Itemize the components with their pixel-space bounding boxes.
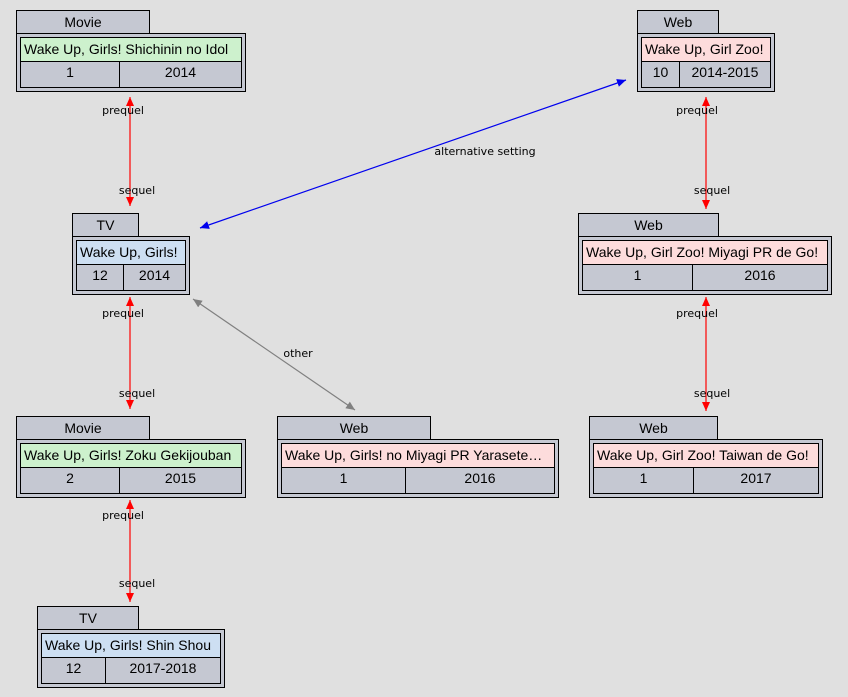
node-wake-up-girls-tv[interactable]: TV Wake Up, Girls! 12 2014	[72, 213, 190, 295]
node-table: Wake Up, Girl Zoo! 10 2014-2015	[641, 37, 771, 88]
node-type-tab: Web	[277, 416, 431, 439]
node-table: Wake Up, Girl Zoo! Taiwan de Go! 1 2017	[593, 443, 819, 494]
node-body: Wake Up, Girl Zoo! Miyagi PR de Go! 1 20…	[578, 236, 832, 295]
node-type-tab: Web	[578, 213, 719, 236]
node-type-tab: Web	[637, 10, 719, 33]
node-year: 2014	[164, 64, 197, 80]
node-episodes: 2	[21, 468, 120, 493]
node-type-tab: Web	[589, 416, 718, 439]
node-year: 2016	[744, 267, 776, 283]
node-year: 2014-2015	[691, 64, 759, 80]
node-title: Wake Up, Girls!	[77, 241, 185, 265]
edge-label-prequel: prequel	[676, 307, 718, 320]
node-title: Wake Up, Girl Zoo! Miyagi PR de Go!	[583, 241, 827, 265]
edge-label-prequel: prequel	[102, 307, 144, 320]
node-girl-zoo-miyagi-pr[interactable]: Web Wake Up, Girl Zoo! Miyagi PR de Go! …	[578, 213, 832, 295]
node-table: Wake Up, Girls! Shin Shou 12 2017-2018	[41, 633, 221, 684]
node-episodes: 12	[77, 265, 124, 290]
node-episodes: 10	[642, 62, 680, 87]
node-body: Wake Up, Girls! Shin Shou 12 2017-2018	[37, 629, 225, 688]
node-body: Wake Up, Girls! 12 2014	[72, 236, 190, 295]
node-zoku-gekijouban[interactable]: Movie Wake Up, Girls! Zoku Gekijouban 2 …	[16, 416, 246, 498]
edge-label-alternative-setting: alternative setting	[434, 145, 535, 158]
node-table: Wake Up, Girls! no Miyagi PR Yarasete… 1…	[281, 443, 555, 494]
node-episodes: 1	[21, 62, 120, 87]
node-title: Wake Up, Girls! no Miyagi PR Yarasete…	[282, 444, 554, 468]
node-episodes: 1	[594, 468, 694, 493]
node-table: Wake Up, Girls! Shichinin no Idol 1 2014	[20, 37, 242, 88]
edge-label-sequel: sequel	[119, 387, 155, 400]
node-episodes: 1	[583, 265, 693, 290]
node-shin-shou[interactable]: TV Wake Up, Girls! Shin Shou 12 2017-201…	[37, 606, 225, 688]
node-body: Wake Up, Girl Zoo! Taiwan de Go! 1 2017	[589, 439, 823, 498]
edge-label-sequel: sequel	[119, 577, 155, 590]
node-title: Wake Up, Girl Zoo!	[642, 38, 770, 62]
node-year: 2016	[464, 470, 496, 486]
edge-label-prequel: prequel	[102, 509, 144, 522]
edge-label-prequel: prequel	[676, 104, 718, 117]
node-year: 2014	[138, 267, 171, 283]
node-title: Wake Up, Girls! Shin Shou	[42, 634, 220, 658]
node-type-tab: TV	[72, 213, 139, 236]
node-type-tab: Movie	[16, 10, 150, 33]
node-table: Wake Up, Girls! Zoku Gekijouban 2 2015	[20, 443, 242, 494]
node-body: Wake Up, Girls! no Miyagi PR Yarasete… 1…	[277, 439, 559, 498]
edge-tv-to-miyagi-pr	[192, 298, 356, 411]
node-body: Wake Up, Girl Zoo! 10 2014-2015	[637, 33, 775, 92]
edge-label-sequel: sequel	[694, 184, 730, 197]
node-episodes: 1	[282, 468, 406, 493]
edge-label-prequel: prequel	[102, 104, 144, 117]
node-title: Wake Up, Girls! Shichinin no Idol	[21, 38, 241, 62]
node-year: 2017-2018	[129, 660, 197, 676]
edge-tv-to-girlzoo	[199, 79, 627, 229]
node-year: 2017	[740, 470, 772, 486]
node-body: Wake Up, Girls! Zoku Gekijouban 2 2015	[16, 439, 246, 498]
node-table: Wake Up, Girl Zoo! Miyagi PR de Go! 1 20…	[582, 240, 828, 291]
edge-label-sequel: sequel	[119, 184, 155, 197]
node-year: 2015	[164, 470, 197, 486]
node-title: Wake Up, Girls! Zoku Gekijouban	[21, 444, 241, 468]
edge-label-other: other	[283, 347, 313, 360]
node-type-tab: TV	[37, 606, 139, 629]
node-table: Wake Up, Girls! 12 2014	[76, 240, 186, 291]
node-title: Wake Up, Girl Zoo! Taiwan de Go!	[594, 444, 818, 468]
node-type-tab: Movie	[16, 416, 150, 439]
node-body: Wake Up, Girls! Shichinin no Idol 1 2014	[16, 33, 246, 92]
node-episodes: 12	[42, 658, 106, 683]
node-miyagi-pr-yarasete[interactable]: Web Wake Up, Girls! no Miyagi PR Yaraset…	[277, 416, 559, 498]
node-girl-zoo-taiwan[interactable]: Web Wake Up, Girl Zoo! Taiwan de Go! 1 2…	[589, 416, 823, 498]
edge-label-sequel: sequel	[694, 387, 730, 400]
node-wake-up-girl-zoo[interactable]: Web Wake Up, Girl Zoo! 10 2014-2015	[637, 10, 775, 92]
node-shichinin-no-idol[interactable]: Movie Wake Up, Girls! Shichinin no Idol …	[16, 10, 246, 92]
